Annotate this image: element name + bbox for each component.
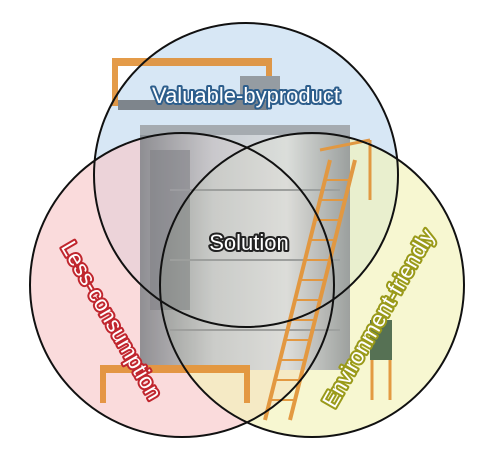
circle-left-outline <box>29 132 335 438</box>
top-label: Valuable-byproduct <box>152 83 340 108</box>
machine-illustration <box>100 58 392 421</box>
circle-right-outline <box>159 132 465 438</box>
top-label-outline: Valuable-byproduct <box>152 83 340 108</box>
center-label: Solution <box>209 230 289 255</box>
center-label-outline: Solution <box>209 230 289 255</box>
circle-top-outline <box>93 22 399 328</box>
